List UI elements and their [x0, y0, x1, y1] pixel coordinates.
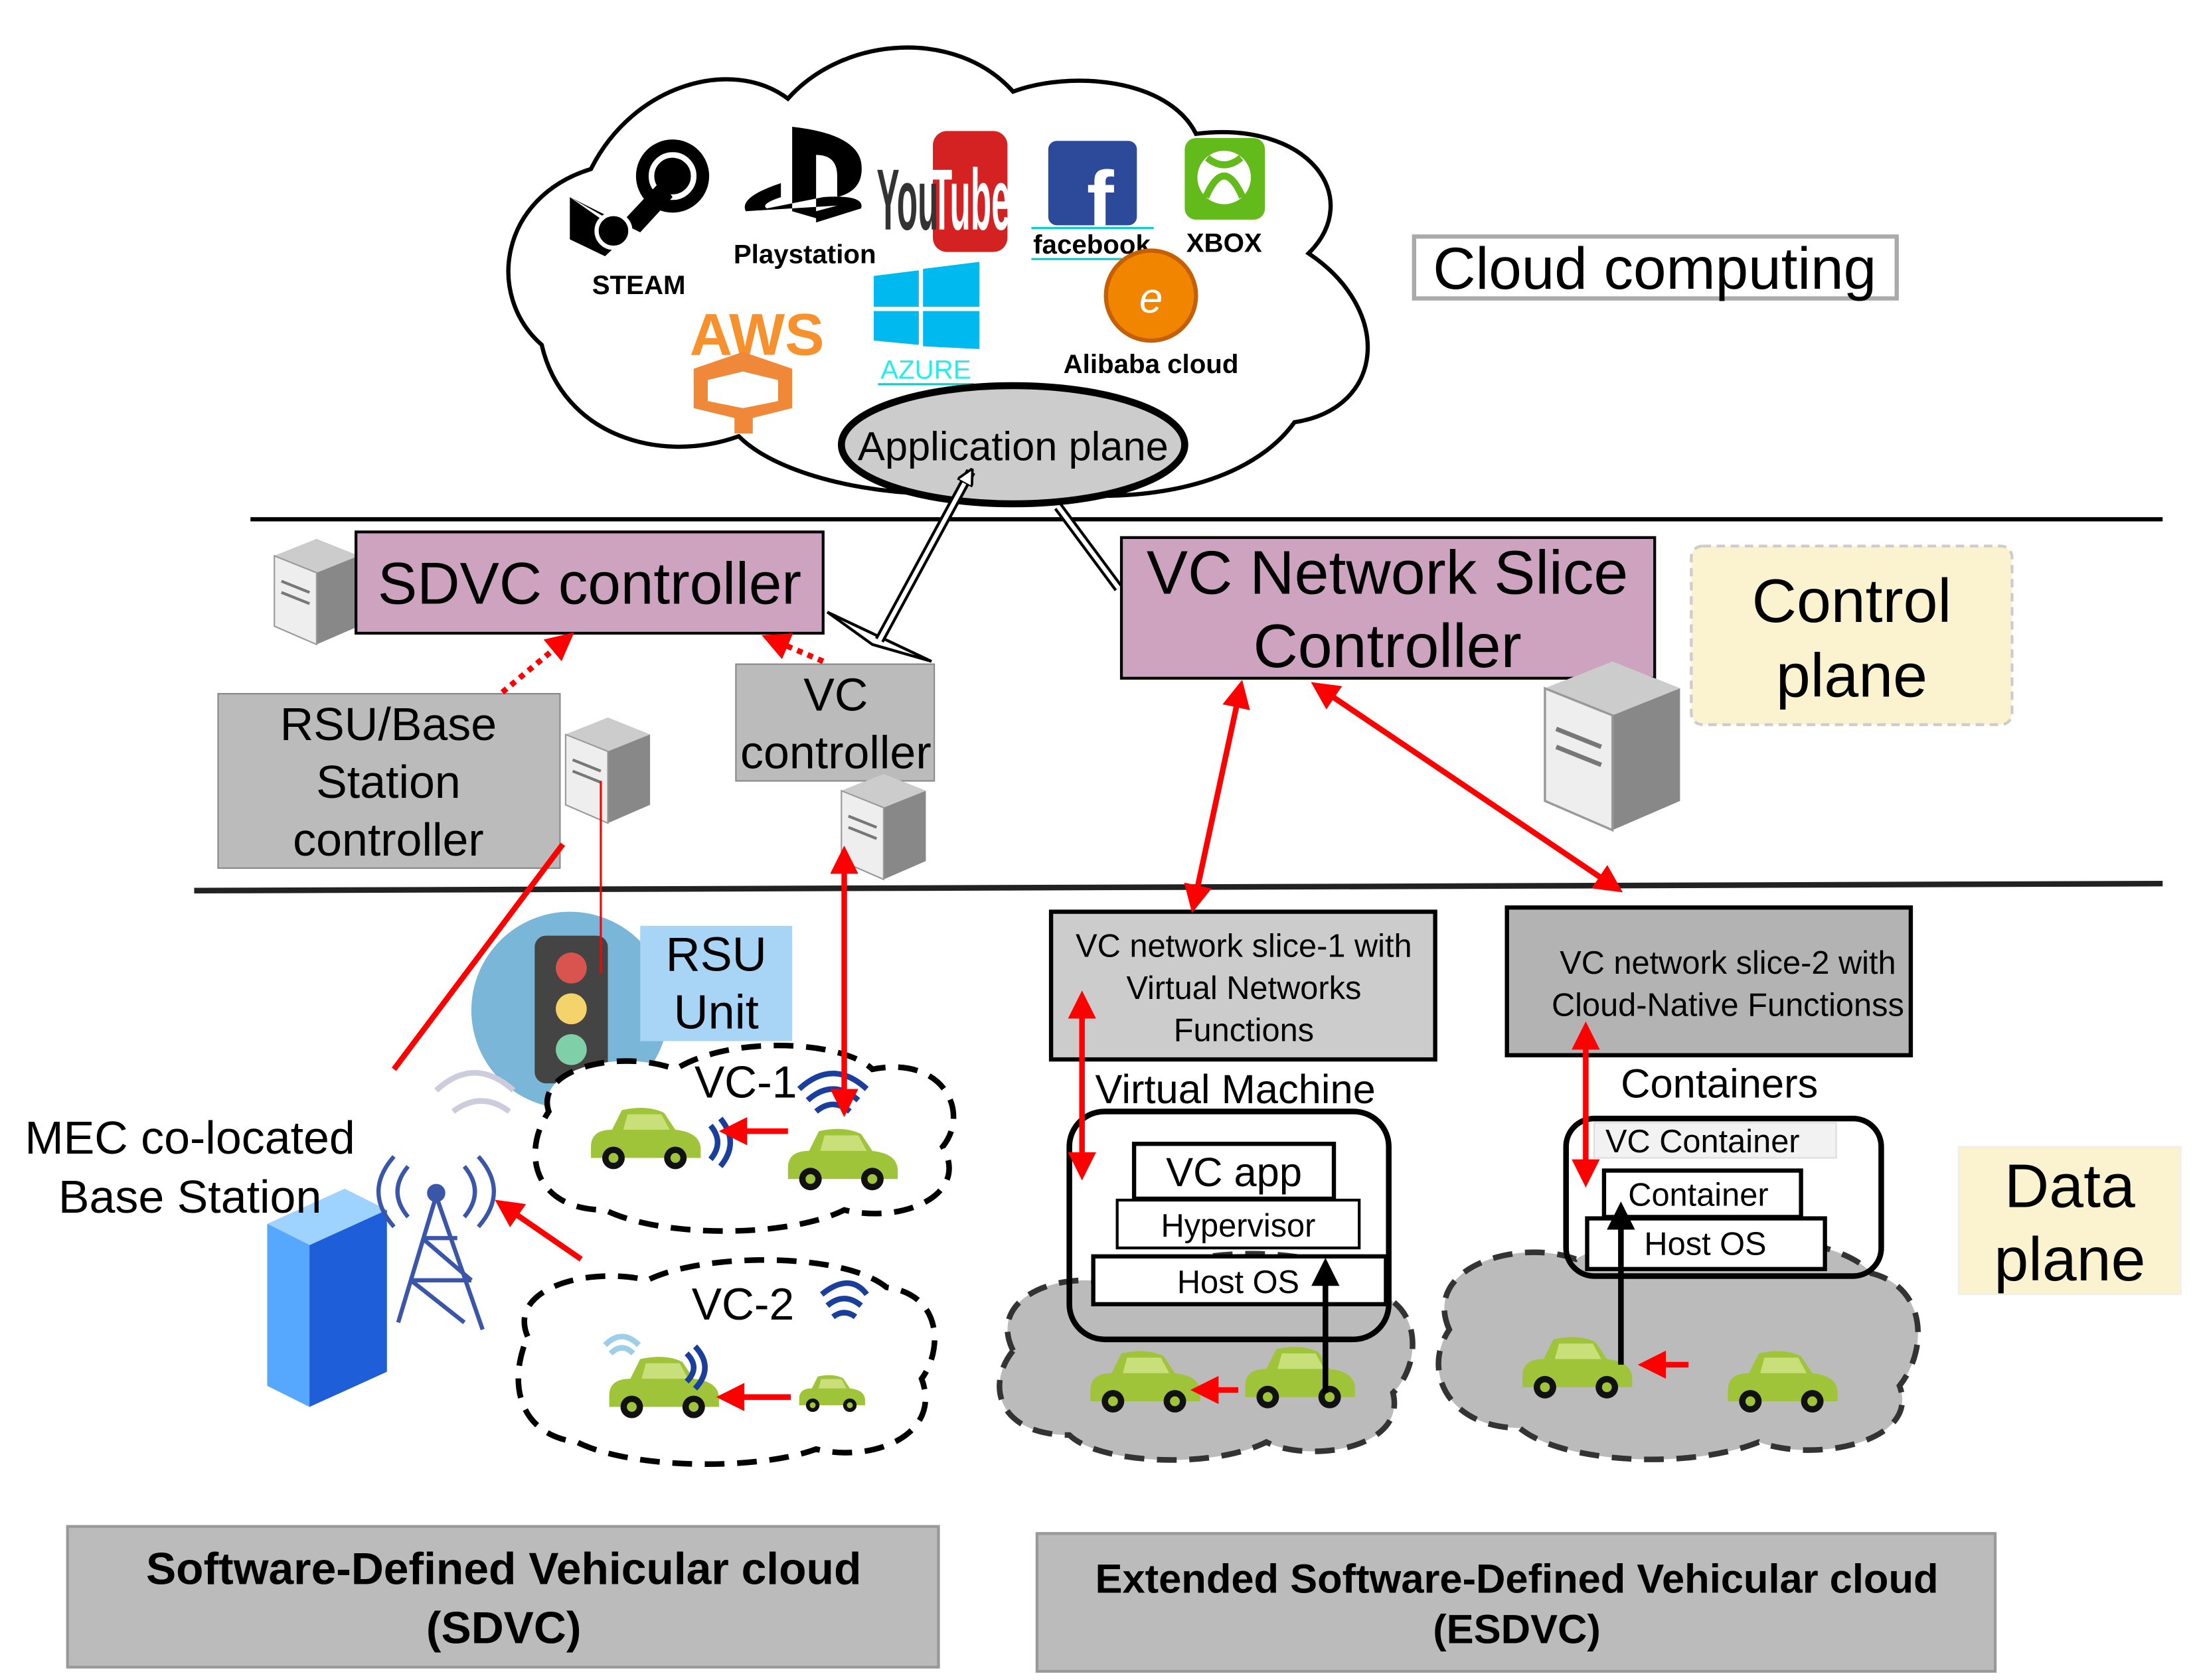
alibaba-logo: e Alibaba cloud — [1064, 248, 1239, 379]
containers-label: Containers — [1621, 1061, 1818, 1107]
rsu-controller-line3: controller — [293, 814, 484, 866]
plane-divider-bottom — [194, 880, 2163, 894]
azure-label: AZURE — [880, 354, 971, 384]
vm-host-os-label: Host OS — [1177, 1264, 1299, 1300]
rsu-controller-box — [217, 693, 561, 869]
data-plane-label-box — [1957, 1146, 2182, 1296]
xbox-label: XBOX — [1186, 228, 1262, 258]
vc1-label: VC-1 — [694, 1057, 797, 1107]
vc-app-label: VC app — [1166, 1150, 1302, 1195]
cloud-computing-box — [1412, 234, 1899, 301]
slice2-vehicle-cloud — [1435, 1231, 1921, 1462]
hypervisor-label: Hypervisor — [1161, 1208, 1315, 1244]
playstation-label: Playstation — [734, 240, 876, 269]
svg-text:f: f — [1087, 155, 1115, 246]
rsu-controller-line2: Station — [316, 756, 461, 808]
aws-label: AWS — [690, 301, 825, 367]
aws-logo: AWS — [690, 301, 825, 434]
containers-box — [1563, 1115, 1884, 1279]
slice1-line2: Virtual Networks — [1126, 970, 1361, 1006]
server-icon — [566, 718, 650, 823]
server-icon — [1545, 661, 1680, 830]
slice2-line2: Cloud-Native Functionss — [1552, 987, 1904, 1023]
youtube-icon — [933, 131, 1008, 252]
vc-container-box — [1593, 1122, 1837, 1159]
container-host-os-label: Host OS — [1644, 1227, 1766, 1262]
slice-controller-line1: VC Network Slice — [1147, 538, 1628, 607]
slice2-line1: VC network slice-2 with — [1560, 945, 1896, 981]
vc-controller-line1: VC — [803, 669, 868, 721]
facebook-icon — [1048, 141, 1137, 226]
control-plane-line2: plane — [1776, 641, 1927, 710]
svg-text:e: e — [1139, 275, 1163, 322]
vc-container-label: VC Container — [1605, 1124, 1800, 1160]
slice2-box — [1504, 905, 1913, 1057]
hypervisor-box — [1115, 1198, 1361, 1250]
rsu-unit-box — [640, 925, 793, 1041]
windows-icon — [874, 262, 979, 349]
data-plane-line2: plane — [1994, 1225, 2145, 1294]
rsu-unit-line2: Unit — [674, 986, 759, 1039]
steam-label: STEAM — [592, 270, 686, 300]
youtube-logo: You Tube — [876, 131, 1011, 252]
youtube-tube: Tube — [932, 152, 1011, 249]
azure-logo: AZURE — [874, 262, 979, 386]
app-plane-links — [874, 471, 1123, 643]
sdvc-footer-box — [66, 1525, 940, 1669]
control-plane-line1: Control — [1752, 566, 1952, 635]
playstation-logo: Playstation — [734, 127, 876, 269]
vc-controller-line2: controller — [740, 726, 932, 778]
sdvc-controller-label: SDVC controller — [378, 550, 801, 616]
esdvc-footer-line1: Extended Software-Defined Vehicular clou… — [1096, 1556, 1939, 1602]
facebook-logo: f facebook — [1031, 141, 1154, 260]
container-box — [1601, 1168, 1803, 1219]
virtual-machine-label: Virtual Machine — [1096, 1067, 1376, 1112]
mec-line1: MEC co-located — [25, 1112, 355, 1164]
black-arrows — [1311, 1201, 1635, 1393]
playstation-icon — [744, 127, 862, 223]
cloud-computing-title: Cloud computing — [1433, 235, 1876, 301]
alibaba-label: Alibaba cloud — [1064, 349, 1239, 379]
application-plane-label: Application plane — [858, 423, 1169, 469]
rsu-controller-line1: RSU/Base — [280, 698, 497, 750]
esdvc-footer-box — [1035, 1532, 1997, 1673]
cell-tower-icon — [376, 1155, 497, 1331]
esdvc-footer-line2: (ESDVC) — [1433, 1607, 1601, 1653]
youtube-you: You — [876, 152, 938, 249]
control-plane-label-box — [1690, 544, 2014, 726]
red-arrows — [391, 632, 1689, 1411]
xbox-logo: XBOX — [1184, 138, 1265, 258]
mec-line2: Base Station — [58, 1171, 322, 1223]
data-plane-line1: Data — [2004, 1152, 2135, 1221]
sdvc-footer-line1: Software-Defined Vehicular cloud — [146, 1545, 861, 1594]
slice1-line1: VC network slice-1 with — [1076, 928, 1412, 964]
steam-logo: STEAM — [570, 139, 710, 300]
sdvc-controller-box — [355, 530, 825, 635]
application-plane-ellipse — [838, 382, 1188, 508]
vc2-label: VC-2 — [692, 1280, 794, 1330]
sdvc-footer-line2: (SDVC) — [426, 1604, 582, 1653]
server-icon — [274, 539, 359, 645]
mec-server-icon — [267, 1189, 387, 1407]
container-label: Container — [1628, 1178, 1768, 1213]
traffic-light-icon — [534, 935, 608, 1084]
virtual-machine-box — [1066, 1108, 1392, 1343]
slice-controller-line2: Controller — [1253, 611, 1521, 680]
slice-controller-box — [1119, 536, 1657, 680]
vc-controller-box — [735, 663, 935, 782]
rsu-unit-line1: RSU — [666, 929, 767, 982]
server-icon — [841, 774, 926, 879]
alibaba-icon — [1103, 248, 1198, 343]
slice1-line3: Functions — [1174, 1013, 1314, 1049]
